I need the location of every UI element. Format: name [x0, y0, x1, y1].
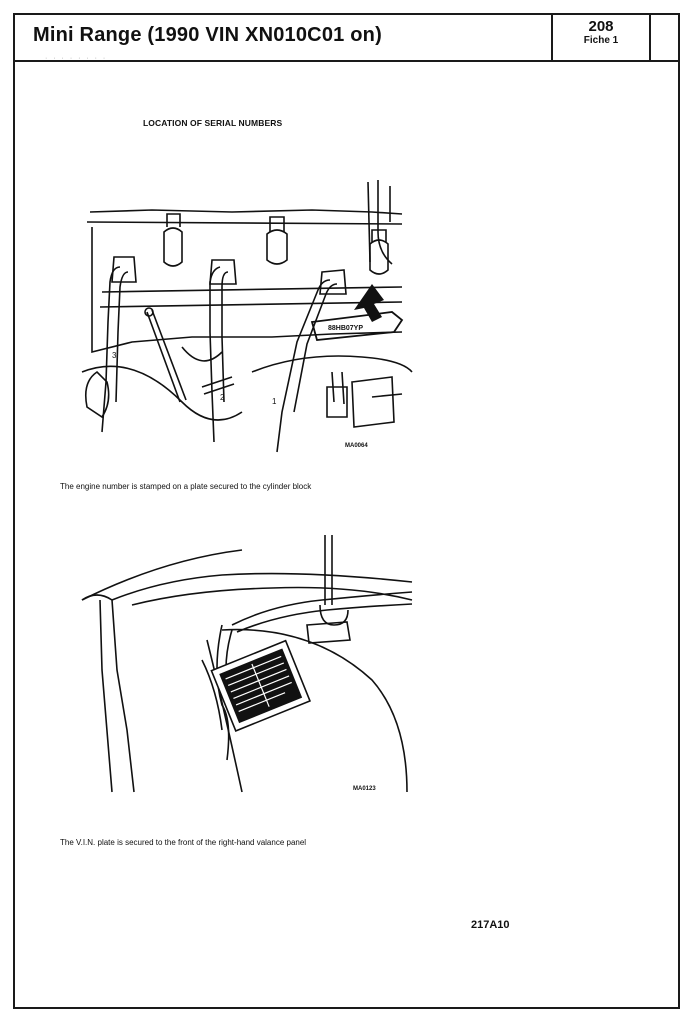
vin-plate-illustration	[72, 530, 422, 800]
header-bar: Mini Range (1990 VIN XN010C01 on) 208 Fi…	[15, 15, 678, 62]
lead-number-3: 3	[112, 351, 117, 360]
engine-plate-text: 88HB07YP	[328, 325, 363, 332]
figure-ref-2: MA0123	[353, 786, 376, 792]
header-divider	[551, 15, 553, 60]
section-title: LOCATION OF SERIAL NUMBERS	[143, 118, 283, 128]
vin-caption: The V.I.N. plate is secured to the front…	[60, 838, 307, 847]
fiche-label: Fiche 1	[583, 35, 619, 46]
arrow-icon	[354, 284, 384, 322]
lead-number-2: 2	[220, 393, 225, 402]
engine-illustration: 88HB07YP 3 2 1	[72, 172, 422, 462]
section-code: 208	[588, 18, 614, 35]
page-code: 217A10	[471, 919, 510, 931]
header-divider-right	[649, 15, 651, 60]
faint-marks: · · · · · · · ·	[45, 55, 108, 62]
engine-caption: The engine number is stamped on a plate …	[60, 482, 312, 491]
figure-ref-1: MA0064	[345, 443, 368, 449]
page-title: Mini Range (1990 VIN XN010C01 on)	[33, 24, 382, 46]
fiche-box: 208 Fiche 1	[555, 19, 647, 47]
page-frame: Mini Range (1990 VIN XN010C01 on) 208 Fi…	[13, 13, 680, 1009]
lead-number-1: 1	[272, 397, 277, 406]
vin-plate	[210, 639, 312, 732]
